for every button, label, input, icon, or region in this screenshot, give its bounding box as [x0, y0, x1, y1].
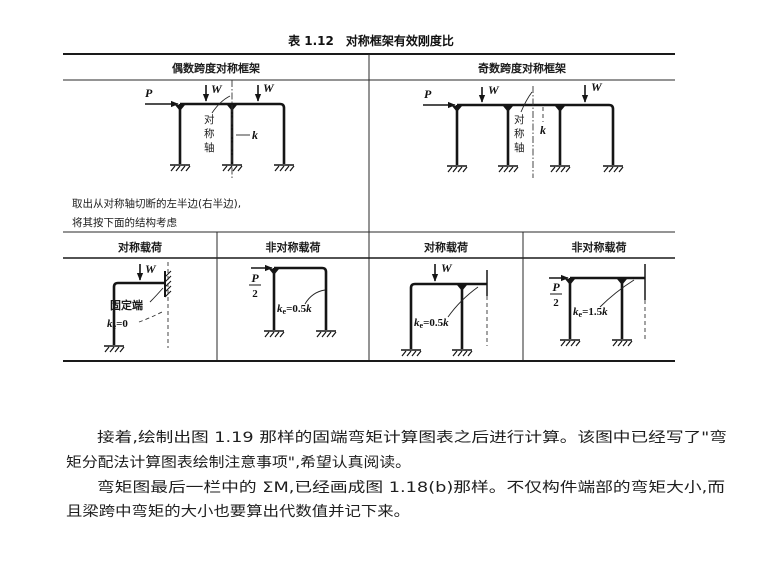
ke-value: =0 [116, 318, 128, 330]
label-k: k [540, 123, 546, 137]
beam-and-right-column [274, 266, 328, 330]
axis-leader-line [520, 91, 533, 113]
ke-value: =0.5 [286, 303, 307, 315]
fixed-support-icon [446, 165, 468, 173]
label-w: W [263, 81, 275, 95]
label-p: P [424, 87, 432, 101]
ke-subscript: e [420, 321, 424, 330]
effective-stiffness-label: ke=0.5k [414, 317, 449, 330]
axis-leader-line [211, 95, 231, 114]
ke-subscript: e [579, 310, 583, 319]
label-w: W [211, 82, 223, 96]
joint-fillet [457, 285, 467, 291]
ke-leader [304, 289, 326, 305]
ke-leader [447, 286, 479, 318]
case-even-asymmetric-diagram: P 2 ke=0.5k [249, 264, 337, 338]
fixed-end-leader [149, 287, 164, 303]
fixed-support-icon [451, 349, 473, 357]
fixed-support-icon [549, 165, 571, 173]
axis-label-char: 对 [514, 113, 525, 126]
joint-fillet [503, 106, 513, 112]
ke-symbol: k [277, 303, 283, 315]
label-w: W [591, 80, 603, 94]
header-even-span: 偶数跨度对称框架 [172, 61, 260, 75]
joint-fillet [175, 105, 185, 111]
ke-subscript: e [113, 322, 117, 331]
effective-stiffness-label: ke=1.5k [573, 306, 608, 319]
beam-and-left-column [409, 282, 487, 349]
fixed-support-icon [103, 345, 125, 353]
paragraph-line: 弯矩图最后一栏中的 ΣM,已经画成图 1.18(b)那样。不仅构件端部的弯矩大小… [97, 479, 725, 496]
label-p-numerator: P [552, 280, 560, 294]
effective-stiffness-label: ke=0.5k [277, 303, 312, 316]
axis-label-char: 轴 [204, 141, 215, 154]
beam-and-right-column [457, 103, 615, 165]
joint-fillet [555, 106, 565, 112]
ke-leader [599, 279, 635, 308]
label-w: W [145, 262, 157, 276]
axis-label-char: 称 [204, 127, 215, 140]
case-odd-symmetric-diagram: W ke=0.5k [400, 261, 488, 357]
ke-leader [138, 311, 163, 323]
label-p-numerator: P [251, 271, 259, 285]
fixed-support-icon [315, 330, 337, 338]
ke-subscript: e [283, 307, 287, 316]
subheader-symmetric-load: 对称载荷 [424, 240, 468, 254]
table-grid [63, 53, 675, 362]
label-k: k [252, 128, 258, 142]
ke-unit: k [602, 306, 608, 318]
even-span-frame-diagram: P W W 对 称 轴 k [145, 80, 295, 180]
beam-and-right-column [180, 102, 286, 164]
instruction-line: 将其按下面的结构考虑 [72, 216, 177, 229]
axis-label-char: 轴 [514, 141, 525, 154]
axis-label-char: 称 [514, 127, 525, 140]
ke-symbol: k [107, 318, 113, 330]
subheader-symmetric-load: 对称载荷 [118, 240, 162, 254]
fixed-support-icon [602, 165, 624, 173]
subheader-asymmetric-load: 非对称载荷 [572, 240, 627, 254]
ke-unit: k [306, 303, 312, 315]
ke-symbol: k [573, 306, 579, 318]
fixed-support-icon [263, 330, 285, 338]
ke-symbol: k [414, 317, 420, 329]
label-p: P [145, 86, 153, 100]
joint-fillet [617, 279, 627, 285]
joint-fillet [565, 279, 575, 285]
paragraph-line: 接着,绘制出图 1.19 那样的固端弯矩计算图表之后进行计算。该图中已经写了"弯 [97, 429, 727, 446]
half-frame [112, 281, 165, 345]
fixed-support-icon [169, 164, 191, 172]
header-odd-span: 奇数跨度对称框架 [478, 61, 566, 75]
joint-fillet [452, 106, 462, 112]
paragraph-line: 矩分配法计算图表绘制注意事项",希望认真阅读。 [66, 454, 411, 471]
subheader-asymmetric-load: 非对称载荷 [266, 240, 321, 254]
label-w: W [488, 83, 500, 97]
odd-span-frame-diagram: P W W 对 称 轴 k [423, 80, 624, 178]
label-p-denominator: 2 [553, 297, 559, 309]
label-w: W [441, 261, 453, 275]
paragraph-line: 且梁跨中弯矩的大小也要算出代数值并记下来。 [66, 503, 410, 520]
fixed-support-icon [611, 339, 633, 347]
case-odd-asymmetric-diagram: P 2 ke=1.5k [549, 264, 646, 347]
fixed-support-icon [497, 165, 519, 173]
ke-unit: k [443, 317, 449, 329]
instruction-line: 取出从对称轴切断的左半边(右半边), [72, 197, 241, 210]
case-even-symmetric-diagram: W 固定端 ke=0 [103, 262, 172, 353]
effective-stiffness-label: ke=0 [107, 318, 128, 331]
joint-fillet [269, 269, 279, 275]
body-paragraphs: 接着,绘制出图 1.19 那样的固端弯矩计算图表之后进行计算。该图中已经写了"弯… [66, 429, 727, 520]
ke-value: =0.5 [423, 317, 444, 329]
fixed-support-icon [400, 349, 422, 357]
axis-label-char: 对 [204, 113, 215, 126]
table-caption: 表 1.12 对称框架有效刚度比 [287, 33, 454, 48]
fixed-support-icon [273, 164, 295, 172]
label-p-denominator: 2 [252, 288, 258, 300]
ke-value: =1.5 [582, 306, 603, 318]
fixed-support-icon [559, 339, 581, 347]
fixed-end-label: 固定端 [110, 298, 143, 312]
